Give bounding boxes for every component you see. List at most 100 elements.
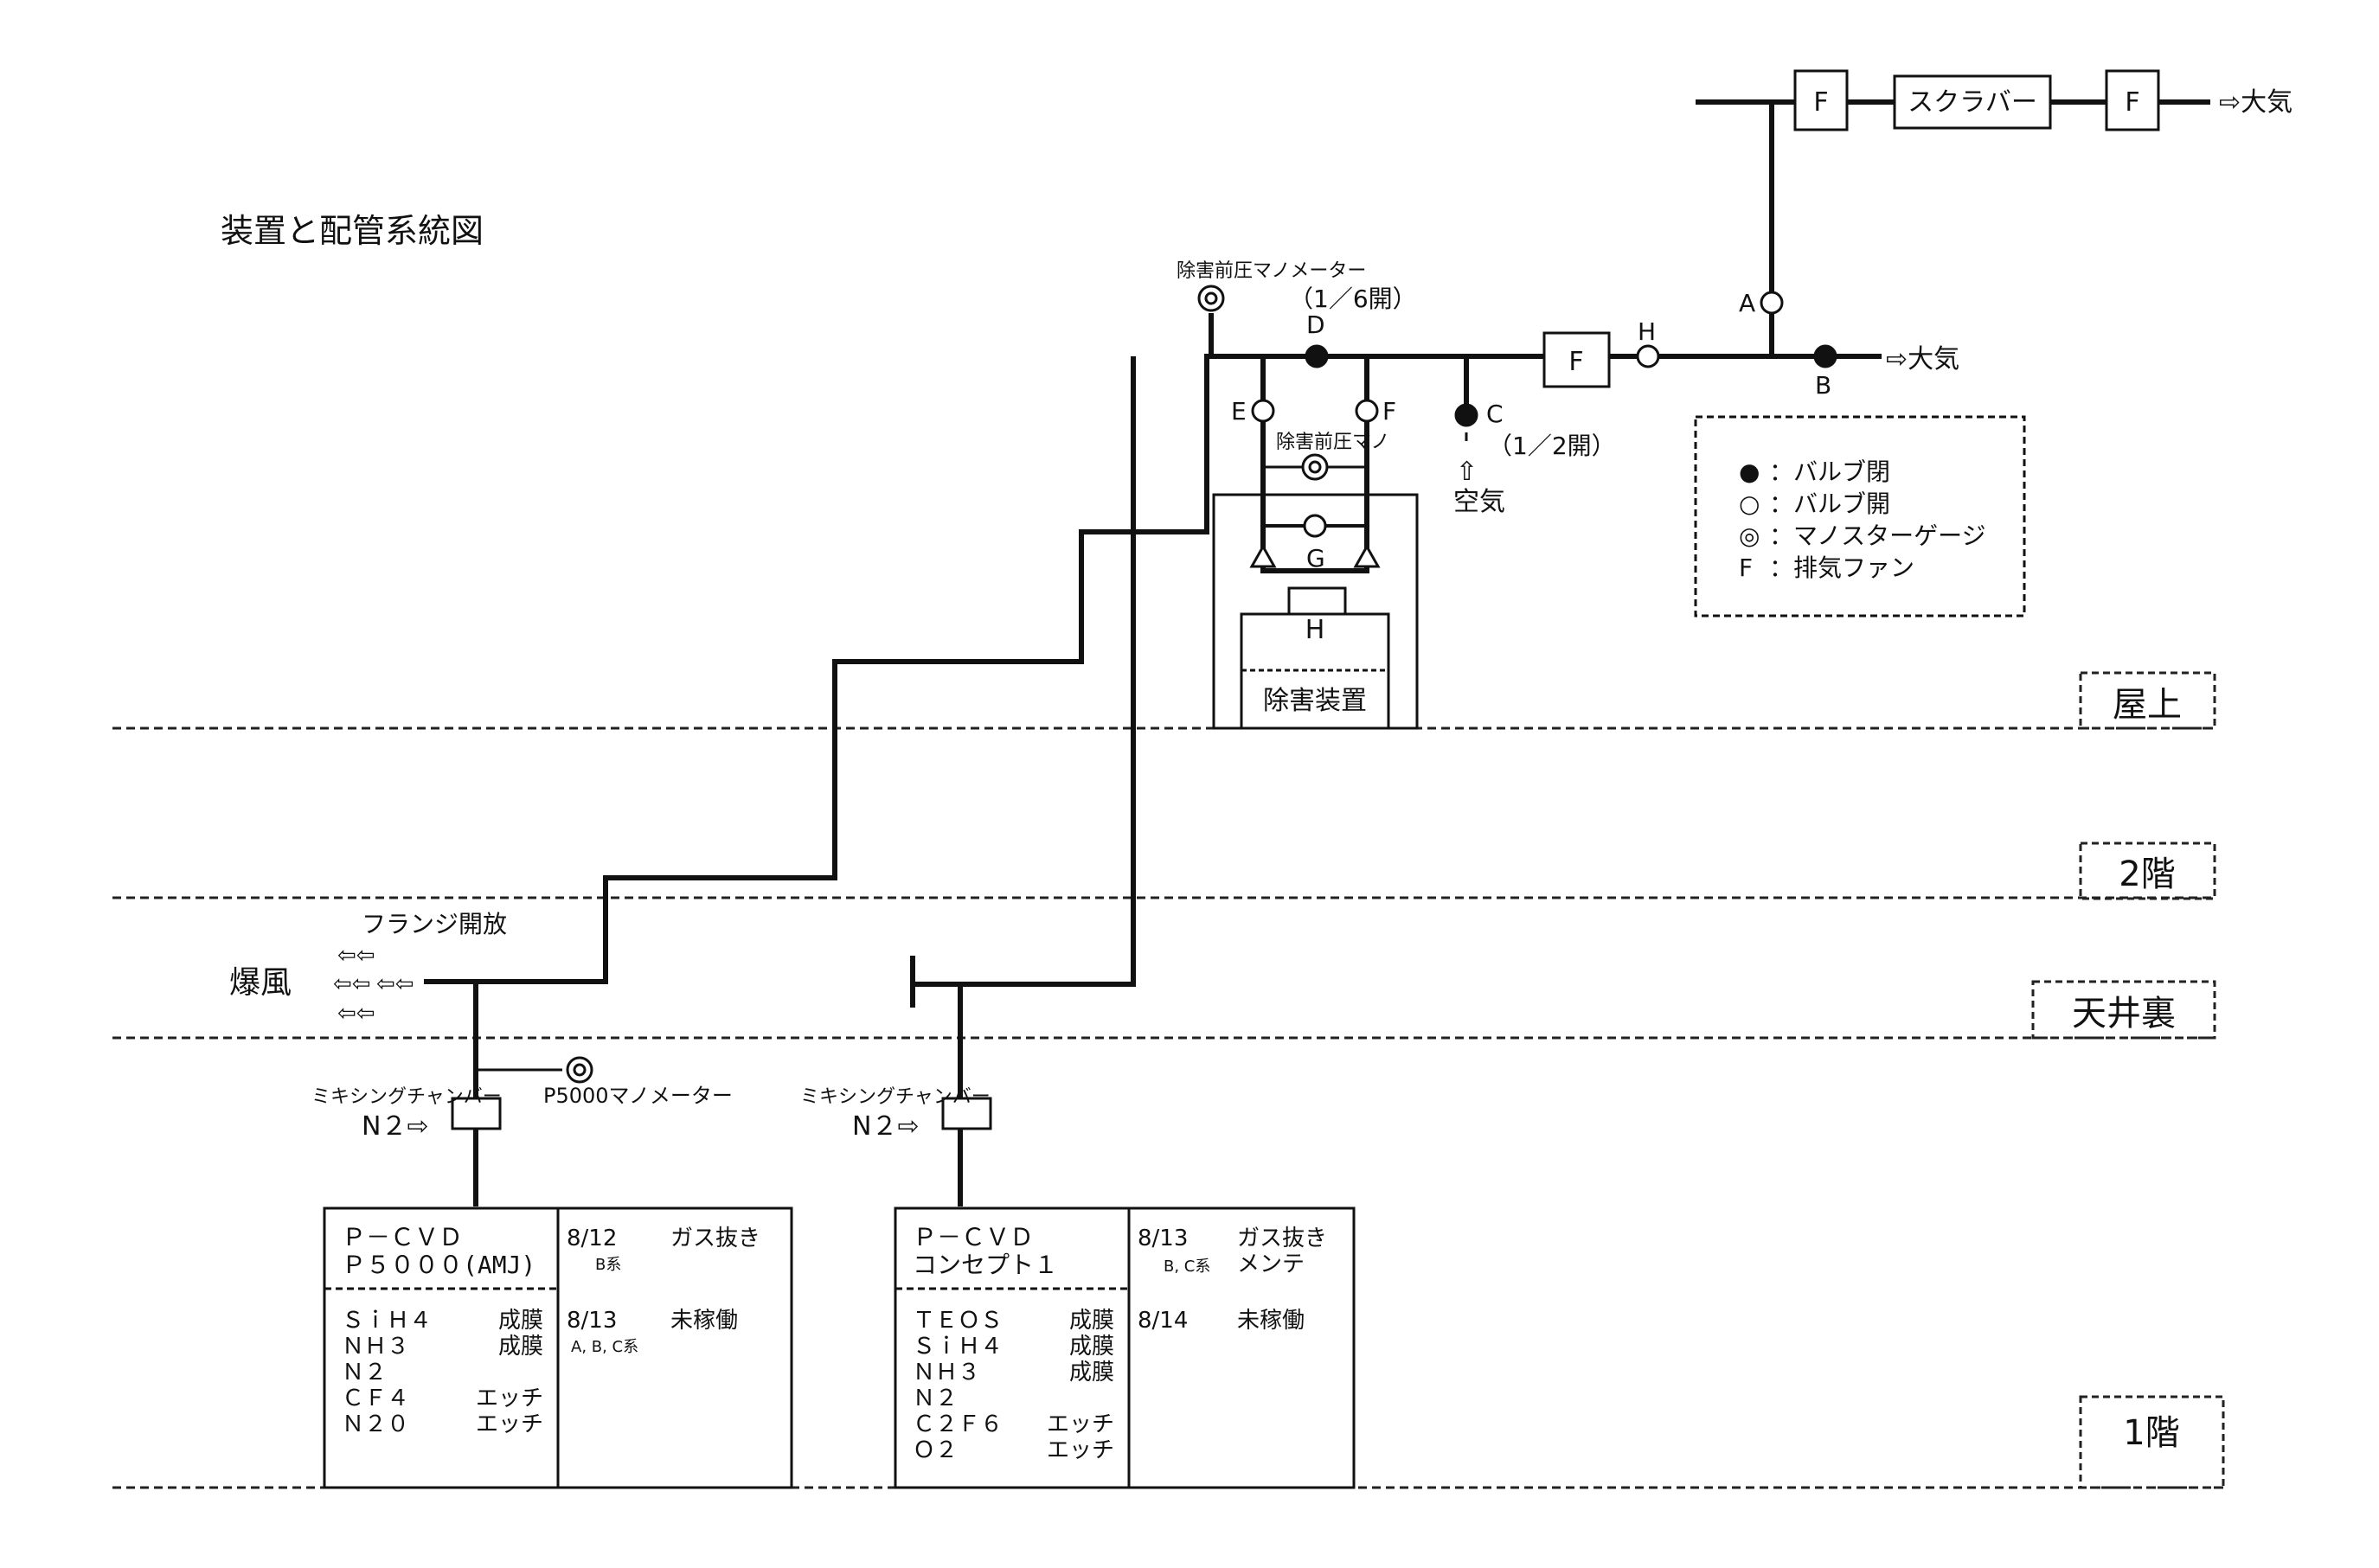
fan-top-right-label: F <box>2125 87 2139 118</box>
exhaust-fan-top-left <box>1793 69 1849 131</box>
mixing-chamber-2 <box>941 1097 992 1130</box>
mixing-label-1: ミキシングチャンバー <box>311 1086 502 1108</box>
valve-d-closed <box>1305 344 1329 368</box>
m2-use-0: 成膜 <box>1069 1308 1114 1334</box>
valve-f-open <box>1355 399 1379 423</box>
exhaust-fan-main <box>1542 331 1611 388</box>
label-f: F <box>1382 397 1396 426</box>
m2-gas-0: ＴＥＯＳ <box>913 1308 1003 1334</box>
m2-gas-4: Ｃ２Ｆ６ <box>913 1411 1003 1437</box>
label-e: E <box>1231 397 1247 426</box>
scrubber-label: スクラバー <box>1908 87 2037 118</box>
label-h: H <box>1638 317 1656 346</box>
mixing-chamber-1 <box>451 1097 502 1130</box>
valve-b-closed <box>1813 344 1837 368</box>
valve-d-note: （1／6開） <box>1289 285 1417 313</box>
valve-labels: A B C D E F G H <box>1231 289 1831 573</box>
n2-label-2: N２⇨ <box>852 1111 920 1142</box>
m2-gas-1: ＳｉＨ４ <box>913 1334 1003 1360</box>
flange-open-label: フランジ開放 <box>362 910 507 938</box>
valve-e-open <box>1251 399 1275 423</box>
n2-label-1: N２⇨ <box>362 1111 429 1142</box>
mid-manometer-label: 除害前圧マノ <box>1276 432 1389 453</box>
label-d: D <box>1306 310 1325 339</box>
stair-duct <box>424 354 1773 984</box>
legend-text-open: ：バルブ開 <box>1769 490 1890 518</box>
label-c: C <box>1486 400 1504 428</box>
m1-use-0: 成膜 <box>498 1308 543 1334</box>
m2-log-0-date: 8/13 <box>1138 1226 1188 1251</box>
blast-arrows-4: ⇦⇦ <box>337 1001 375 1027</box>
scrubber-box <box>1893 74 2052 130</box>
mixing-label-2: ミキシングチャンバー <box>800 1086 991 1108</box>
m2-use-2: 成膜 <box>1069 1360 1114 1386</box>
m2-gas-5: Ｏ２ <box>913 1437 958 1463</box>
legend-symbol-open: ○ <box>1739 490 1760 518</box>
valve-c-note: （1／2開） <box>1488 432 1616 460</box>
m2-use-5: エッチ <box>1047 1437 1114 1463</box>
m1-use-1: 成膜 <box>498 1334 543 1360</box>
floor-labels: 屋上 2階 天井裏 1階 <box>2031 671 2225 1489</box>
m2-name2: コンセプト１ <box>913 1251 1058 1279</box>
legend-symbol-fan: F <box>1739 554 1753 582</box>
m1-name1: Ｐ－ＣＶＤ <box>342 1223 463 1251</box>
floor-label-roof: 屋上 <box>2113 685 2182 725</box>
valve-a-open <box>1760 291 1784 315</box>
label-b: B <box>1815 371 1831 400</box>
valves <box>1251 291 1837 538</box>
valve-c-closed <box>1454 403 1478 427</box>
top-manometer-label: 除害前圧マノメーター <box>1177 260 1366 282</box>
heater-label: H <box>1305 615 1325 645</box>
m2-use-4: エッチ <box>1047 1411 1114 1437</box>
m2-gas-2: ＮＨ３ <box>913 1360 980 1386</box>
m1-gas-3: ＣＦ４ <box>342 1386 409 1411</box>
m2-log-2-text: 未稼働 <box>1237 1308 1305 1334</box>
legend-symbol-gauge: ◎ <box>1739 522 1760 550</box>
m1-gas-0: ＳｉＨ４ <box>342 1308 432 1334</box>
blast-arrows-1: ⇦⇦ <box>337 943 375 969</box>
machine-concept1: Ｐ－ＣＶＤ コンセプト１ ＴＥＯＳ 成膜 ＳｉＨ４ 成膜 ＮＨ３ 成膜 Ｎ２ Ｃ… <box>894 1206 1356 1489</box>
to-atm-top: ⇨大気 <box>2219 87 2292 118</box>
valve-h-open <box>1636 344 1660 368</box>
machine-p5000: Ｐ－ＣＶＤ Ｐ５０００(AMJ) ＳｉＨ４ 成膜 ＮＨ３ 成膜 Ｎ２ ＣＦ４ エ… <box>323 1206 793 1489</box>
blast-arrows-2: ⇦⇦ <box>333 971 371 997</box>
m2-log-0-text: ガス抜き <box>1237 1226 1327 1251</box>
m2-gas-3: Ｎ２ <box>913 1386 958 1411</box>
filter-triangle-right <box>1353 543 1381 568</box>
filter-triangle-left <box>1249 543 1277 568</box>
floor-label-ceiling: 天井裏 <box>2072 994 2176 1034</box>
up-arrow-icon: ⇧ <box>1456 457 1478 487</box>
label-g: G <box>1306 544 1325 573</box>
to-atm-main: ⇨大気 <box>1886 344 1959 374</box>
m1-name2: Ｐ５０００(AMJ) <box>342 1251 535 1279</box>
m1-gas-4: Ｎ２０ <box>342 1411 409 1437</box>
diagram-title: 装置と配管系統図 <box>221 212 484 250</box>
m2-name1: Ｐ－ＣＶＤ <box>913 1223 1034 1251</box>
floor-label-2f: 2階 <box>2119 854 2175 894</box>
concept-duct <box>958 356 1136 1068</box>
abatement-label: 除害装置 <box>1263 686 1367 716</box>
p5000-manometer-label: P5000マノメーター <box>543 1084 733 1108</box>
legend-text-closed: ：バルブ閉 <box>1769 458 1890 486</box>
legend-symbol-closed: ● <box>1739 458 1760 486</box>
m1-log-1-date: 8/13 <box>567 1308 617 1334</box>
m2-log-2-date: 8/14 <box>1138 1308 1188 1334</box>
abatement-unit <box>1212 493 1419 730</box>
label-a: A <box>1739 289 1755 317</box>
m1-use-3: エッチ <box>476 1386 543 1411</box>
m1-gas-2: Ｎ２ <box>342 1360 387 1386</box>
manometers <box>566 285 1329 1084</box>
m2-use-1: 成膜 <box>1069 1334 1114 1360</box>
m2-log-0-sub: B, C系 <box>1164 1258 1210 1276</box>
legend-text-fan: ：排気ファン <box>1769 554 1914 582</box>
fan-top-left-label: F <box>1813 87 1828 118</box>
legend-box <box>1694 415 2026 618</box>
fan-main-label: F <box>1568 347 1583 377</box>
blast-arrows-3: ⇦⇦ <box>376 971 414 997</box>
legend: ● ：バルブ閉 ○ ：バルブ開 ◎ ：マノスターゲージ F ：排気ファン <box>1739 458 1986 582</box>
m1-log-1-sub: A, B, C系 <box>571 1338 638 1356</box>
m2-log-1-text: メンテ <box>1237 1251 1305 1277</box>
exhaust-fan-top-right <box>2105 69 2160 131</box>
m1-log-0-sub: B系 <box>595 1256 621 1274</box>
